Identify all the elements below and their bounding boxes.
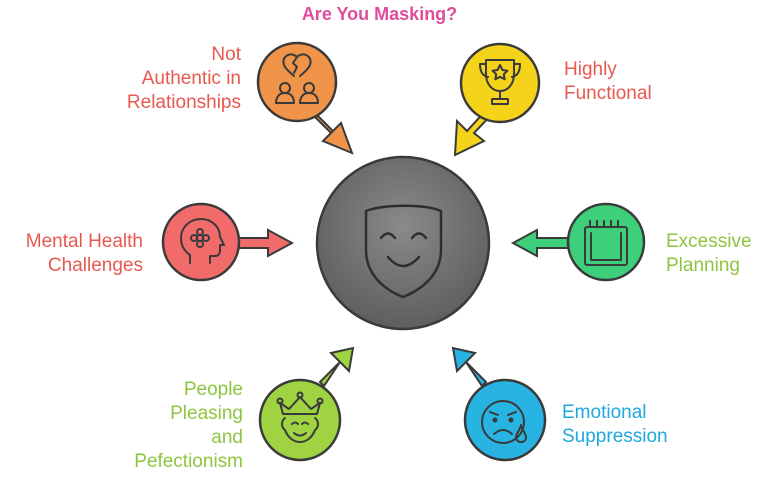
node-emotional-suppression	[451, 346, 547, 462]
diagram-title: Are You Masking?	[301, 4, 458, 24]
node-excessive-planning	[510, 202, 646, 282]
arrow-emotional-suppression	[451, 346, 488, 388]
arrow-mental-health	[231, 228, 295, 258]
head-flower-icon	[180, 218, 225, 264]
theater-mask-icon	[364, 204, 443, 299]
node-people-pleasing	[258, 346, 355, 462]
calendar-icon	[584, 220, 628, 266]
arrow-people-pleasing	[318, 346, 355, 388]
node-mental-health	[161, 202, 295, 282]
node-not-authentic	[256, 41, 354, 155]
arrow-excessive-planning	[510, 228, 572, 258]
broken-heart-couple-icon	[275, 53, 319, 104]
center-node	[315, 155, 491, 331]
node-highly-functional	[453, 42, 541, 157]
trophy-star-icon	[479, 59, 521, 105]
crowned-face-icon	[276, 391, 324, 443]
sad-tear-face-icon	[481, 400, 527, 444]
